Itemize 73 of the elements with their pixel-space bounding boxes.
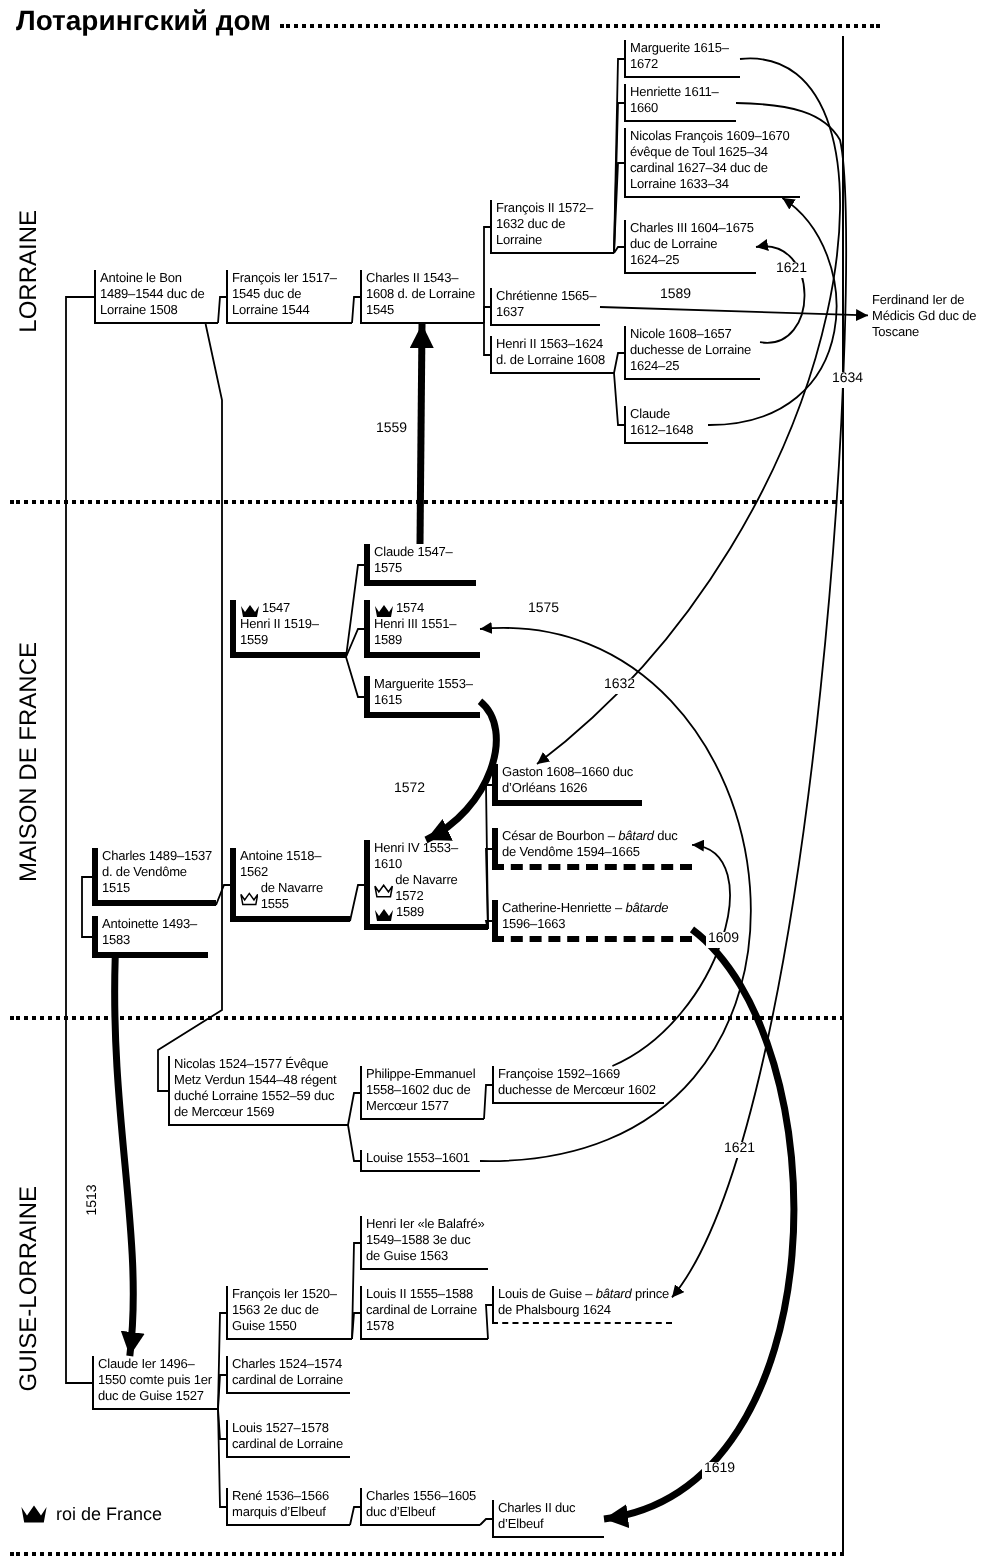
person-entry [624,84,736,122]
arrow [671,102,848,1299]
family-line [217,1408,227,1508]
family-line [217,1374,227,1410]
family-line [349,884,365,922]
person-entry [492,1500,604,1538]
family-line [483,306,491,324]
family-band [10,504,844,1020]
person-entry [492,1286,672,1324]
person-entry [92,916,208,958]
band-title: GUISE-LORRAINE [14,1185,42,1391]
family-line [613,162,625,254]
family-line [345,564,365,658]
family-line [613,352,625,374]
arrow [536,58,841,765]
person-entry [230,600,346,658]
person-entry [92,848,216,906]
person-entry [226,270,352,324]
person-entry [360,1488,480,1526]
family-line [485,848,493,930]
family-line [485,1304,493,1340]
family-line [347,1124,361,1162]
family-line [347,1092,361,1126]
family-line [483,322,491,356]
family-line [81,876,93,938]
person-entry [492,1066,664,1104]
person-entry [360,1286,488,1340]
arrow [479,623,751,1162]
person-entry [490,200,614,254]
family-line [351,1242,361,1340]
person-entry [492,828,692,870]
arrow [603,926,797,1524]
person-entry [364,600,480,658]
person-entry [364,840,488,930]
person-entry [94,270,218,324]
arrow [599,306,869,321]
family-line [65,296,95,1384]
band-title: LORRAINE [14,209,42,332]
legend-text: roi de France [56,1504,163,1524]
family-line [613,372,625,426]
person-entry [490,288,600,326]
family-line [157,323,223,1092]
family-line [351,296,361,324]
arrow [409,323,434,545]
person-entry [226,1420,350,1458]
family-line [351,1312,361,1340]
family-line [613,246,625,254]
arrow [111,957,144,1357]
person-entry [226,1286,352,1340]
family-line [479,1518,493,1526]
person-entry [492,900,692,942]
person-entry [492,764,642,806]
family-line [215,884,231,906]
person-entry [360,1150,480,1172]
title: Лотарингский дом [16,4,271,36]
person-entry [624,406,708,444]
person-entry [226,1356,350,1394]
person-entry [364,544,476,586]
person-entry [230,848,350,922]
family-line [483,1084,493,1120]
family-line [349,1506,361,1526]
band-title: MAISON DE FRANCE [14,642,42,883]
person-entry [226,1488,350,1526]
person-entry [490,336,614,374]
family-line [345,628,365,658]
arrow [707,197,838,426]
family-line [345,656,365,698]
person-entry [624,40,740,78]
arrow [611,842,731,1067]
family-line [217,296,227,324]
arrow [755,240,806,344]
person-entry [364,676,480,718]
arrow [424,698,500,844]
